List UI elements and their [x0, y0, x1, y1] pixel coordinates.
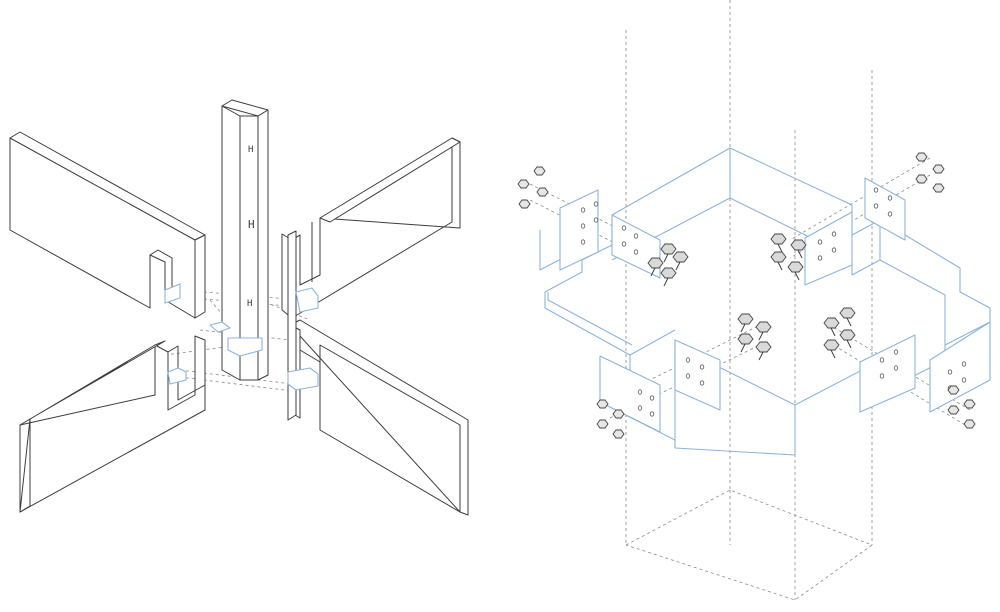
bolt-icon	[770, 251, 787, 271]
nut-icon	[517, 179, 530, 189]
bolt-icon	[647, 257, 664, 277]
nut-icon	[915, 152, 928, 162]
nut-icon	[612, 429, 625, 439]
lower-left-panel	[19, 335, 206, 513]
bolt-icon	[839, 329, 856, 349]
post-mark-3: H	[247, 299, 252, 309]
nut-icon	[963, 399, 976, 409]
nut-icon	[932, 183, 945, 193]
post-mark-1: H	[248, 145, 253, 155]
bolt-icon	[660, 267, 677, 287]
bolt-icon	[755, 341, 772, 361]
bracket-outer	[539, 147, 991, 456]
steel-bracket-exploded	[517, 0, 991, 601]
nut-icon	[947, 385, 960, 395]
bolt-icon	[737, 333, 754, 353]
nut-icon	[596, 419, 609, 429]
bolts	[647, 233, 856, 361]
bolt-icon	[790, 239, 807, 259]
nut-icon	[518, 199, 531, 209]
nut-icon	[533, 166, 546, 176]
nut-icon	[536, 187, 549, 197]
bolt-icon	[787, 261, 804, 281]
bolt-icon	[839, 307, 856, 327]
nut-icon	[963, 419, 976, 429]
central-post: H H H	[221, 99, 269, 381]
bolt-icon	[770, 233, 787, 253]
nut-icon	[947, 405, 960, 415]
bolt-icon	[737, 313, 754, 333]
bolt-icon	[660, 243, 677, 263]
nut-icon	[612, 409, 625, 419]
bolt-icon	[755, 321, 772, 341]
nut-icon	[915, 174, 928, 184]
nuts	[517, 152, 976, 439]
nut-icon	[932, 164, 945, 174]
bracket-plates	[559, 177, 991, 433]
bolt-holes	[580, 187, 967, 417]
bolt-icon	[823, 339, 840, 359]
nut-icon	[596, 399, 609, 409]
bolt-icon	[672, 251, 689, 271]
left-blue-notches	[164, 283, 319, 391]
post-mark-2: H	[248, 218, 255, 231]
bolt-icon	[823, 317, 840, 337]
upper-left-panel	[9, 131, 206, 319]
timber-joint-exploded: H H H	[9, 99, 469, 516]
dashed-post-outline	[625, 0, 873, 601]
